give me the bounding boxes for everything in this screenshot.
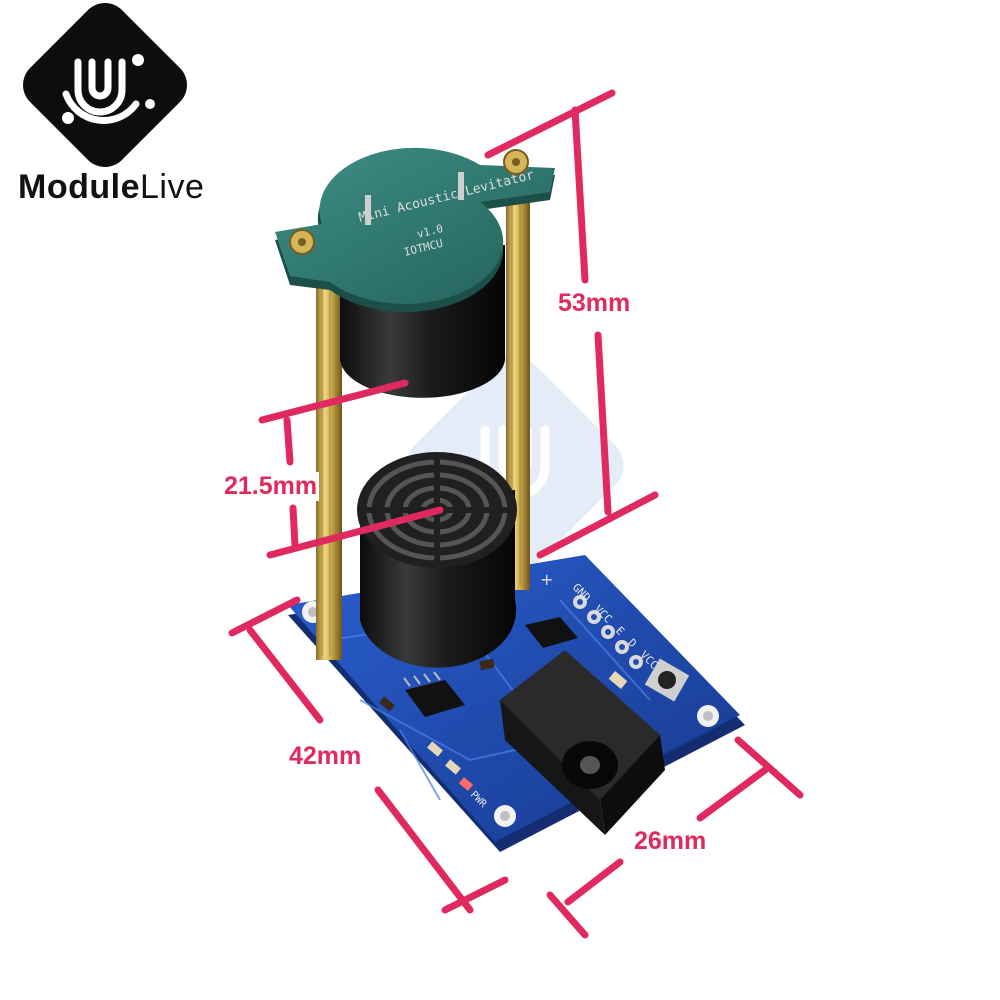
dim-42-top-tick [228,596,301,637]
dc-power-jack [500,650,665,835]
dimension-lines [228,89,804,939]
top-pcb-version: v1.0 [416,222,445,241]
top-pcb: Mini Acoustic Levitator v1.0 IOTMCU [275,147,555,312]
height-dimension-label: 53mm [556,289,633,318]
dim-42-bottom-tick [441,876,509,914]
dim-53-line-upper [571,106,589,284]
dim-53-bottom-tick [536,491,659,559]
width-dimension-label: 26mm [632,827,709,856]
plus-marking: + [540,570,553,589]
regulator-ic [525,617,578,648]
brand-wordmark: ModuleLive [18,168,205,206]
dim-26-left-tick [546,891,589,939]
dim-21-bottom-tick [266,506,444,559]
dim-53-top-tick [484,89,616,159]
gap-dimension-label: 21.5mm [222,472,320,501]
driver-ic [403,671,465,717]
dim-26-right-tick [734,736,804,799]
dim-53-line-lower [594,331,612,516]
length-dimension-label: 42mm [287,742,364,771]
brand-logo-icon [23,3,187,167]
reset-button-icon [644,658,690,702]
bottom-ultrasonic-transducer [357,452,517,668]
dim-21-top-tick [258,379,409,424]
